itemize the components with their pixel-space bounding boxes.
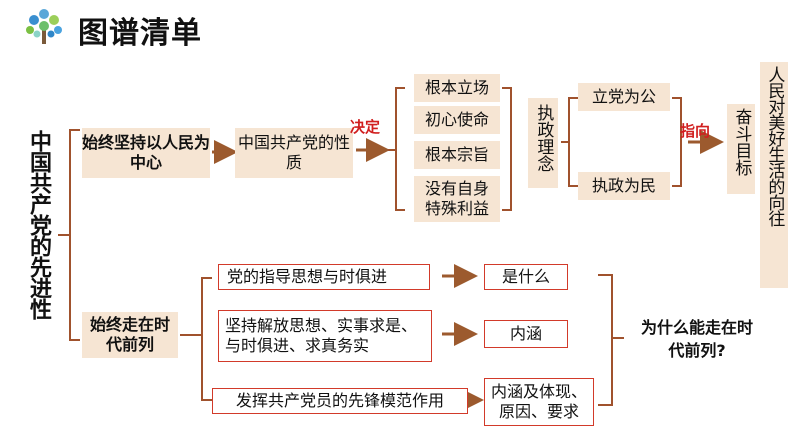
idea-party-for-public: 立党为公 [578,83,670,111]
row-what-it-is: 是什么 [484,264,568,290]
decides-label: 决定 [350,118,381,136]
tree-icon [20,6,68,46]
row-connotation: 内涵 [484,320,568,348]
row-guiding-thought: 党的指导思想与时俱进 [218,264,430,290]
branch-people-centered: 始终坚持以人民为中心 [82,128,210,178]
points-label: 指向 [680,122,711,140]
people-aspiration-text: 人民对美好生活的向往 [764,66,785,226]
item-fundamental-stance: 根本立场 [414,74,500,102]
item-no-special-interests: 没有自身特殊利益 [414,176,500,222]
idea-govern-for-people: 执政为民 [578,172,670,200]
row-connotation-reasons: 内涵及体现、原因、要求 [484,378,594,426]
item-fundamental-purpose: 根本宗旨 [414,141,500,169]
people-aspiration-box: 人民对美好生活的向往 [760,62,788,288]
governing-idea-box: 执政理念 [528,98,558,188]
party-nature-box: 中国共产党的性质 [235,128,353,178]
row-vanguard-role: 发挥共产党员的先锋模范作用 [212,388,468,414]
root-label: 中国共产党的先进性 [26,130,51,319]
item-original-mission: 初心使命 [414,106,500,134]
row-emancipate-mind: 坚持解放思想、实事求是、与时俱进、求真务实 [218,310,432,362]
page-title: 图谱清单 [78,16,202,51]
goal-text: 奋斗目标 [731,108,752,176]
goal-box: 奋斗目标 [727,104,755,194]
question-why: 为什么能走在时代前列? [640,318,753,361]
governing-idea-text: 执政理念 [533,104,554,172]
branch-keep-pace: 始终走在时代前列 [82,312,178,358]
